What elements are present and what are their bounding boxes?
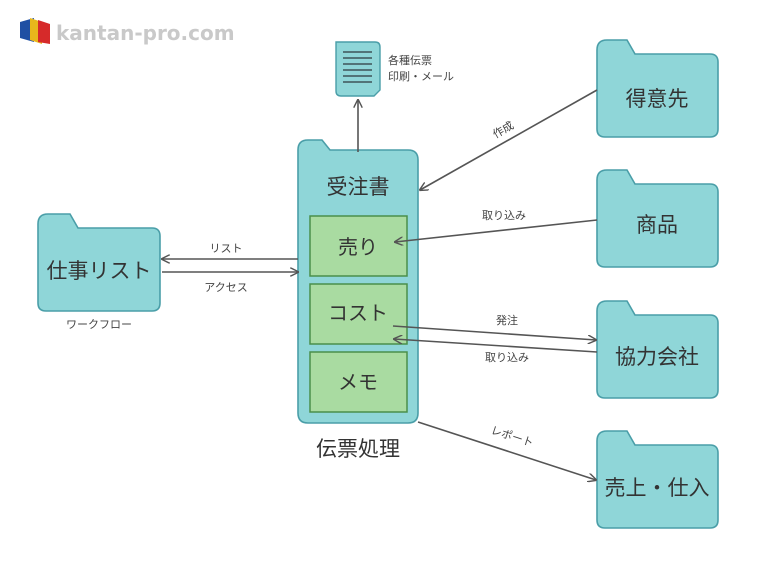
- sales-section: [309, 215, 408, 277]
- arrow-product-to-sales: [395, 219, 598, 242]
- product-folder: [596, 169, 719, 268]
- logo-text: kantan-pro.com: [56, 21, 235, 45]
- edge-label-order: 発注: [496, 313, 518, 327]
- sales-label: 売り: [338, 235, 378, 259]
- arrow-customer-to-order: [420, 89, 598, 190]
- work-list-folder: [37, 213, 161, 312]
- edge-label-report: レポート: [489, 424, 535, 450]
- logo: kantan-pro.com: [20, 18, 235, 45]
- cost-label: コスト: [328, 301, 388, 325]
- arrow-order: [392, 325, 596, 340]
- edge-label-import-product: 取り込み: [482, 209, 526, 222]
- memo-section: [309, 351, 408, 413]
- work-list-label: 仕事リスト: [47, 259, 152, 283]
- edge-label-list: リスト: [210, 242, 243, 255]
- print-label-line2: 印刷・メール: [388, 70, 454, 83]
- customer-label: 得意先: [626, 87, 689, 111]
- sales-purchase-label: 売上・仕入: [605, 476, 710, 500]
- document-icon: [335, 41, 381, 97]
- memo-label: メモ: [338, 370, 378, 394]
- edge-label-import-partner: 取り込み: [485, 351, 529, 364]
- order-form-title: 受注書: [327, 175, 390, 199]
- logo-icon: [20, 18, 50, 44]
- slip-processing-label: 伝票処理: [316, 437, 400, 461]
- partner-folder: [596, 300, 719, 399]
- product-label: 商品: [636, 213, 678, 237]
- print-label-line1: 各種伝票: [388, 53, 432, 67]
- arrow-report: [417, 421, 596, 480]
- customer-folder: [596, 39, 719, 138]
- sales-purchase-folder: [596, 430, 719, 529]
- workflow-label: ワークフロー: [66, 318, 132, 331]
- arrow-partner-import: [394, 339, 598, 353]
- cost-section: [309, 283, 408, 345]
- partner-label: 協力会社: [615, 345, 699, 369]
- edge-label-access: アクセス: [204, 281, 247, 294]
